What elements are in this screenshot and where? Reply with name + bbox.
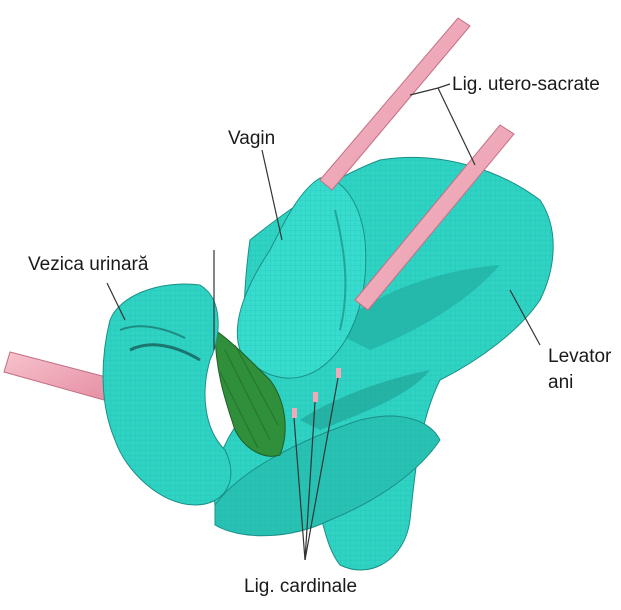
bladder-structure (103, 284, 231, 505)
label-ani: ani (548, 372, 573, 394)
left-rod (4, 352, 110, 400)
label-lig-cardinale: Lig. cardinale (244, 576, 357, 598)
label-lig-utero-sacrate: Lig. utero-sacrate (452, 74, 600, 96)
label-vezica-urinara: Vezica urinară (28, 254, 148, 276)
label-levator: Levator (548, 346, 611, 368)
label-vagin: Vagin (228, 128, 275, 150)
